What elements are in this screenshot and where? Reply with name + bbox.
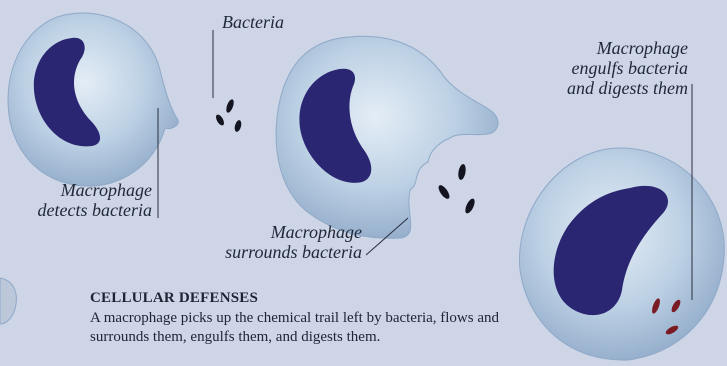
macrophage-surrounding — [276, 36, 498, 238]
caption-body: A macrophage picks up the chemical trail… — [90, 309, 510, 347]
bacteria-group-2 — [437, 164, 477, 215]
detects-label: Macrophage detects bacteria — [0, 180, 152, 220]
surrounds-label-line-2: surrounds bacteria — [182, 242, 362, 262]
macrophage-detecting — [8, 13, 178, 186]
surrounds-label-line-1: Macrophage — [182, 222, 362, 242]
bacterium — [234, 119, 243, 132]
macrophage-engulfing — [519, 148, 724, 360]
surrounds-label: Macrophage surrounds bacteria — [182, 222, 362, 262]
bacterium — [437, 183, 452, 200]
bacterium — [457, 164, 467, 181]
bacterium — [463, 197, 476, 214]
bacteria-label: Bacteria — [222, 12, 284, 32]
detects-label-line-1: Macrophage — [0, 180, 152, 200]
engulfs-label-line-2: engulfs bacteria — [500, 58, 688, 78]
partial-cell — [0, 278, 16, 324]
detects-label-line-2: detects bacteria — [0, 200, 152, 220]
engulfs-label-line-3: and digests them — [500, 78, 688, 98]
macrophage-1-body — [8, 13, 178, 186]
engulfs-label: Macrophage engulfs bacteria and digests … — [500, 38, 688, 98]
bacterium — [214, 113, 225, 126]
caption-title: CELLULAR DEFENSES — [90, 290, 258, 307]
bacterium — [225, 98, 235, 113]
engulfs-label-line-1: Macrophage — [500, 38, 688, 58]
bacteria-group-1 — [214, 98, 242, 132]
